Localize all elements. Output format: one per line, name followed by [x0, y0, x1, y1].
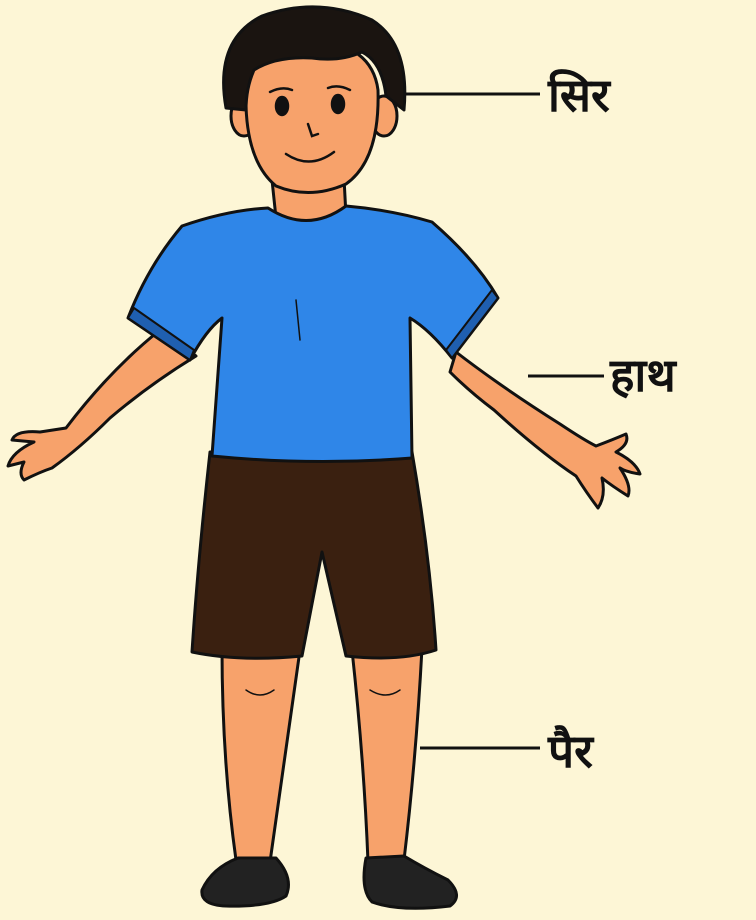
right-shoe: [364, 856, 457, 908]
left-shoe: [202, 858, 289, 906]
shorts: [192, 452, 436, 658]
label-hand: हाथ: [610, 352, 676, 398]
label-leg: पैर: [548, 728, 593, 774]
label-head: सिर: [548, 72, 610, 118]
left-leg: [222, 648, 300, 862]
left-eye: [276, 97, 288, 115]
right-leg: [352, 648, 422, 862]
right-eye: [332, 95, 344, 113]
left-arm: [8, 330, 196, 480]
shirt: [128, 206, 498, 462]
